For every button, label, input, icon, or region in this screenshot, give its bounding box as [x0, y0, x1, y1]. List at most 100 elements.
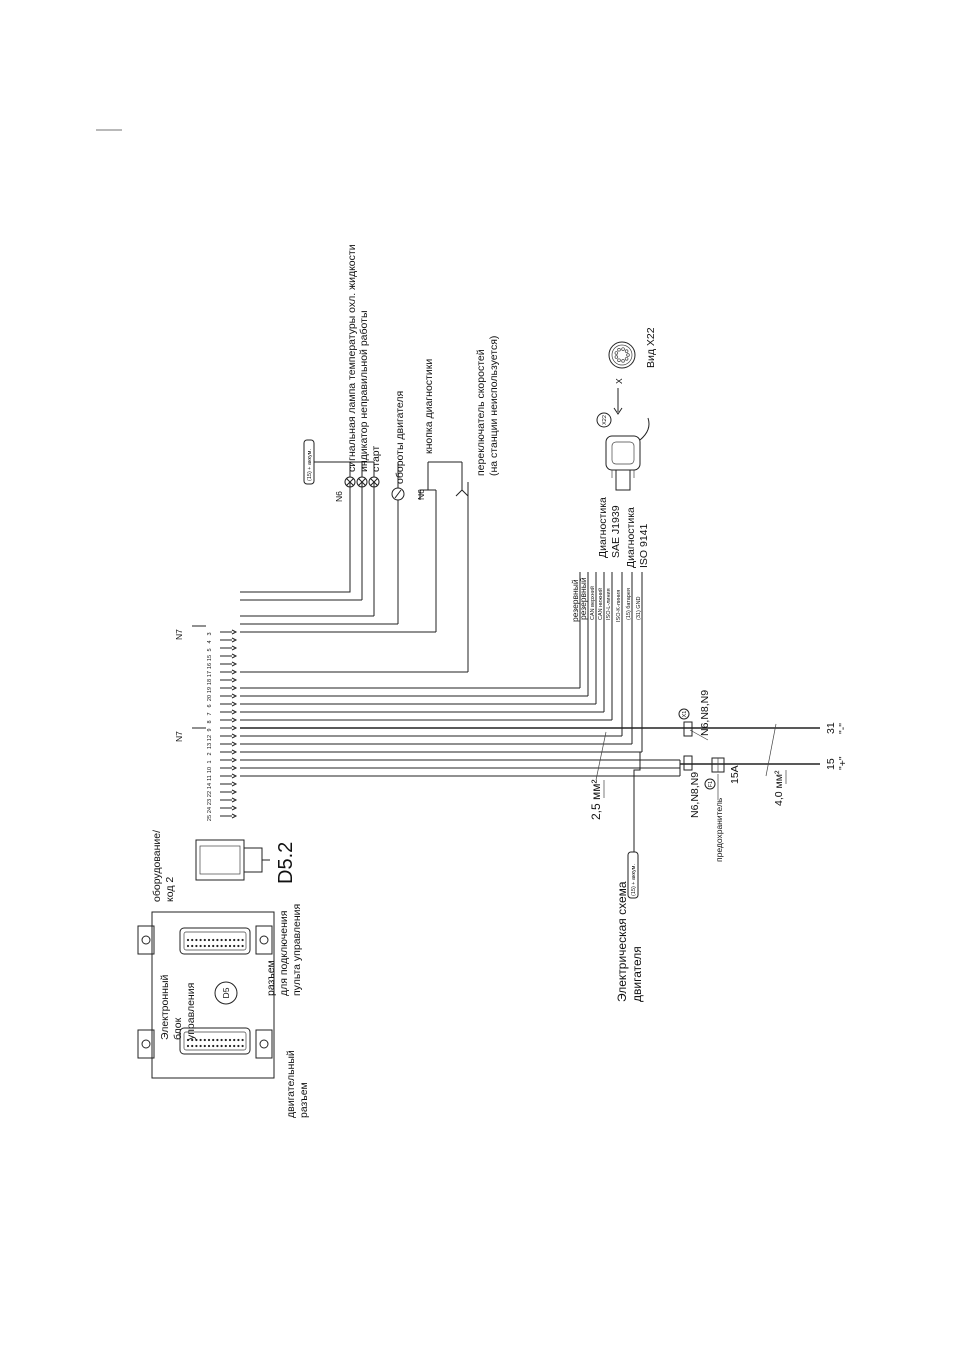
connector-pin — [195, 1044, 198, 1048]
equipment-code: D5.2 — [275, 842, 297, 884]
ecu-label: Электронный блок управления — [159, 972, 197, 1040]
connector-pin — [237, 944, 240, 948]
diag-line-labels: резервный резервный CAN верхний CAN нижн… — [570, 577, 642, 622]
connector-pin — [241, 1044, 244, 1048]
term15: 15 — [825, 758, 837, 770]
junction-x2 — [683, 755, 693, 771]
connector-pin — [191, 944, 194, 948]
start-lamp-icon — [368, 462, 380, 488]
x22-pin — [614, 355, 619, 359]
fault-indicator-label: индикатор неправильной работы — [358, 311, 370, 473]
connector-pin — [186, 1038, 190, 1042]
term15-sign: "+" — [837, 756, 849, 770]
connector-pin — [216, 1038, 219, 1042]
connector-pin — [212, 944, 215, 948]
connector-pin — [199, 1038, 202, 1042]
pin-contact — [220, 789, 238, 795]
connector-pin — [203, 938, 206, 942]
pin-number: 7 — [207, 712, 213, 715]
pin-number: 20 — [207, 695, 213, 701]
pin-number: 17 — [207, 671, 213, 677]
panel-connector-label: разъем для подключения пульта управления — [265, 904, 303, 996]
pin-number: 16 — [207, 663, 213, 669]
connector-pin — [207, 1038, 211, 1042]
pin-number: 23 — [207, 799, 213, 805]
svg-text:X22: X22 — [602, 415, 608, 425]
pin-contact — [220, 733, 238, 739]
svg-text:X1: X1 — [682, 711, 688, 718]
wires — [240, 482, 820, 852]
x22-face-icon — [608, 341, 636, 369]
view-x22-label: Вид X22 — [645, 327, 657, 368]
ecu-flange — [255, 1029, 273, 1059]
gnd31-label: (31) GND — [636, 596, 642, 620]
ecu-code: D5 — [221, 987, 231, 998]
connector-pin — [224, 1038, 227, 1042]
pin-number: 19 — [207, 687, 213, 693]
connector-pin — [195, 1038, 198, 1042]
n6-label-button: N6 — [416, 489, 426, 500]
connector-pin — [207, 938, 211, 942]
pin-contact — [220, 765, 238, 771]
pin-contact — [220, 637, 238, 643]
connector-pin — [199, 1044, 202, 1048]
connector-pin — [228, 1044, 232, 1048]
ecu-flange — [137, 925, 155, 955]
pin-contact — [220, 757, 238, 763]
connector-pin — [207, 1044, 211, 1048]
x22-pin — [626, 353, 630, 357]
diag-button-label: кнопка диагностики — [423, 359, 435, 454]
pin-contact — [220, 805, 238, 811]
ecu-screw — [141, 935, 151, 945]
connector-pin — [228, 944, 232, 948]
connector-pin — [241, 944, 244, 948]
x22-circle — [596, 412, 612, 428]
equipment-connector: оборудование/ код 2 D5.2 — [151, 827, 297, 902]
engine-scheme-label: Электрическая схема двигателя — [615, 878, 644, 1002]
svg-text:F1: F1 — [708, 781, 714, 787]
x1-circle — [678, 708, 690, 720]
battery15-label: (15) батарея — [626, 588, 632, 620]
sae-diag-label: Диагностика SAE J1939 — [597, 494, 622, 558]
pin-number: 22 — [207, 791, 213, 797]
pin-contact — [220, 677, 238, 683]
fuse-icon — [711, 757, 725, 773]
fault-indicator-icon — [356, 462, 368, 488]
connector-pin — [220, 944, 223, 948]
iso-l-label: ISO-L-линия — [606, 588, 612, 620]
x22-pin — [617, 358, 621, 362]
engine-connector-label: двигательный разъем — [285, 1047, 310, 1118]
pin-number: 15 — [207, 655, 213, 661]
connector-pin — [237, 1038, 240, 1042]
engine-connector-pins — [183, 1031, 247, 1051]
pin-contact — [220, 709, 238, 715]
connector-pin — [195, 938, 198, 942]
equipment-label: оборудование/ код 2 — [151, 827, 176, 902]
pin-number: 9 — [207, 728, 213, 731]
pin-contact — [220, 797, 238, 803]
n6n8n9-bottom-label: N6,N8,N9 — [689, 772, 701, 818]
pin-number: 1 — [207, 760, 213, 763]
connector-pin — [199, 938, 202, 942]
junction-x1 — [683, 721, 693, 737]
speed-switch-icon — [455, 462, 469, 497]
pin-contact — [220, 669, 238, 675]
can-high-label: CAN верхний — [589, 586, 596, 620]
pin-contact — [220, 781, 238, 787]
coolant-lamp-label: сигнальная лампа температуры охл. жидкос… — [346, 244, 358, 472]
pin-contact — [220, 749, 238, 755]
n6n8n9-top-label: N6,N8,N9 — [699, 690, 711, 736]
indicators: (15) + аккум. — [303, 244, 500, 502]
pin-number: 18 — [207, 679, 213, 685]
connector-pin — [186, 944, 190, 948]
ecu-screw — [141, 1039, 151, 1049]
reserve2-label: резервный — [578, 577, 588, 620]
connector-pin — [191, 1044, 194, 1048]
connector-pin — [199, 944, 202, 948]
svg-text:(15) + аккум.: (15) + аккум. — [631, 864, 637, 896]
connector-pin — [191, 1038, 194, 1042]
connector-latch — [244, 847, 263, 873]
connector-pin — [186, 1044, 190, 1048]
